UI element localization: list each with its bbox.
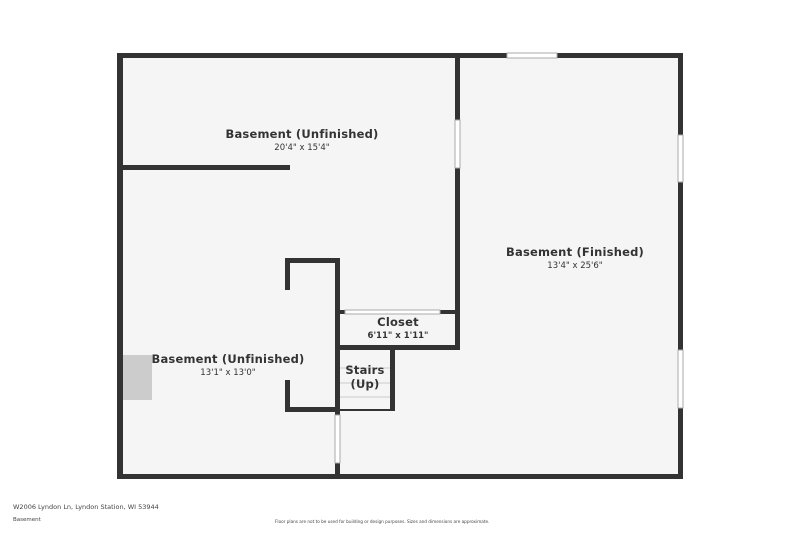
- address: W2006 Lyndon Ln, Lyndon Station, WI 5394…: [13, 503, 159, 511]
- stair-treads: [340, 367, 390, 398]
- fixture: [123, 355, 152, 400]
- room-basement-unfinished-north: Basement (Unfinished) 20'4" x 15'4": [225, 127, 378, 153]
- room-name: Basement (Unfinished): [151, 352, 305, 366]
- disclaimer: Floor plans are not to be used for build…: [275, 519, 490, 524]
- room-basement-unfinished-south: Basement (Unfinished) 13'1" x 13'0": [151, 352, 304, 378]
- room-basement-finished: Basement (Finished) 13'4" x 25'6": [506, 245, 644, 271]
- room-name: Stairs: [345, 363, 385, 377]
- room-stairs: Stairs (Up): [345, 363, 384, 391]
- room-name: Basement (Finished): [506, 245, 644, 259]
- room-dimensions: 6'11" x 1'11": [367, 331, 429, 341]
- room-dimensions: 13'1" x 13'0": [200, 368, 256, 378]
- floor-area: [117, 53, 683, 479]
- room-dimensions: 13'4" x 25'6": [547, 261, 603, 271]
- walls: [117, 53, 683, 479]
- room-dimensions: 20'4" x 15'4": [274, 143, 330, 153]
- room-name: Basement (Unfinished): [225, 127, 379, 141]
- room-closet: Closet 6'11" x 1'11": [368, 315, 429, 341]
- room-name: Closet: [377, 315, 419, 329]
- windows: [334, 52, 684, 464]
- stairs-direction: (Up): [350, 377, 380, 391]
- floor-name: Basement: [13, 517, 41, 523]
